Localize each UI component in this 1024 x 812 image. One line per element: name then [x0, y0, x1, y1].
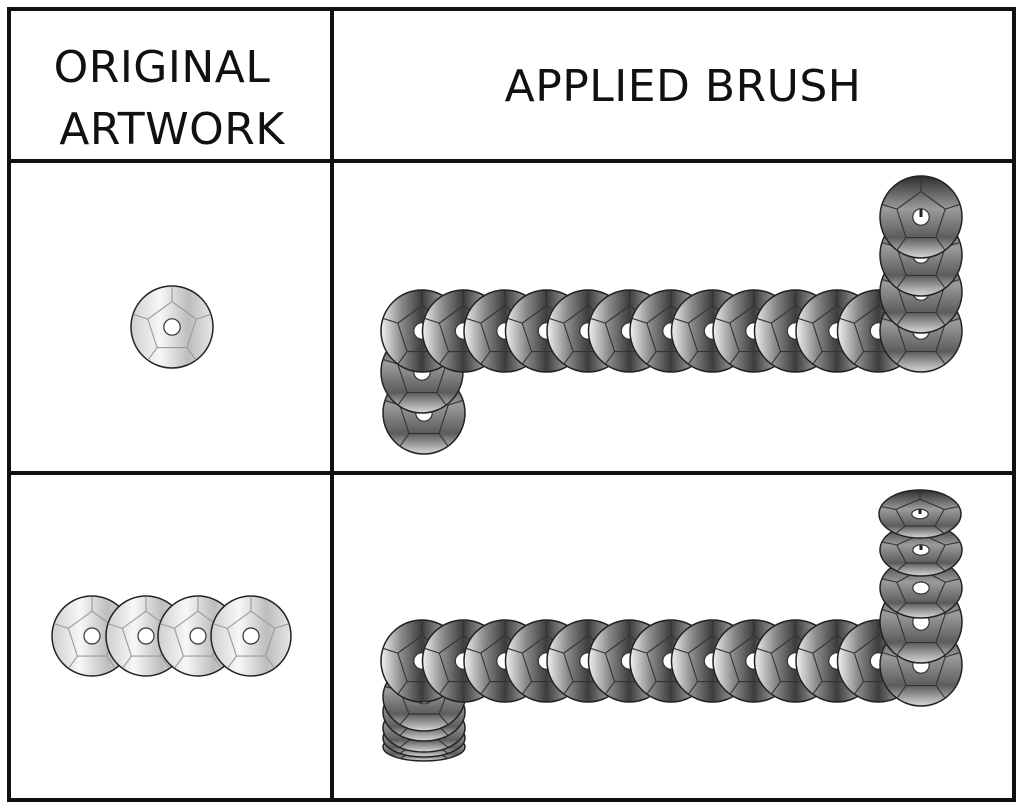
row2-original-artwork [51, 595, 292, 677]
sequin [878, 489, 962, 539]
row1-original-artwork [130, 285, 214, 369]
sequin [130, 285, 214, 369]
header-original-line1: ORIGINAL [54, 42, 271, 93]
sequin [210, 595, 292, 677]
table-border [7, 7, 1016, 802]
header-applied-brush: APPLIED BRUSH [505, 61, 862, 112]
row2-applied-brush [380, 489, 963, 762]
sequin [879, 175, 963, 259]
sequin [879, 523, 963, 577]
row1-applied-brush [380, 175, 963, 455]
table-grid [7, 7, 1016, 802]
header-original-line2: ARTWORK [59, 104, 285, 155]
